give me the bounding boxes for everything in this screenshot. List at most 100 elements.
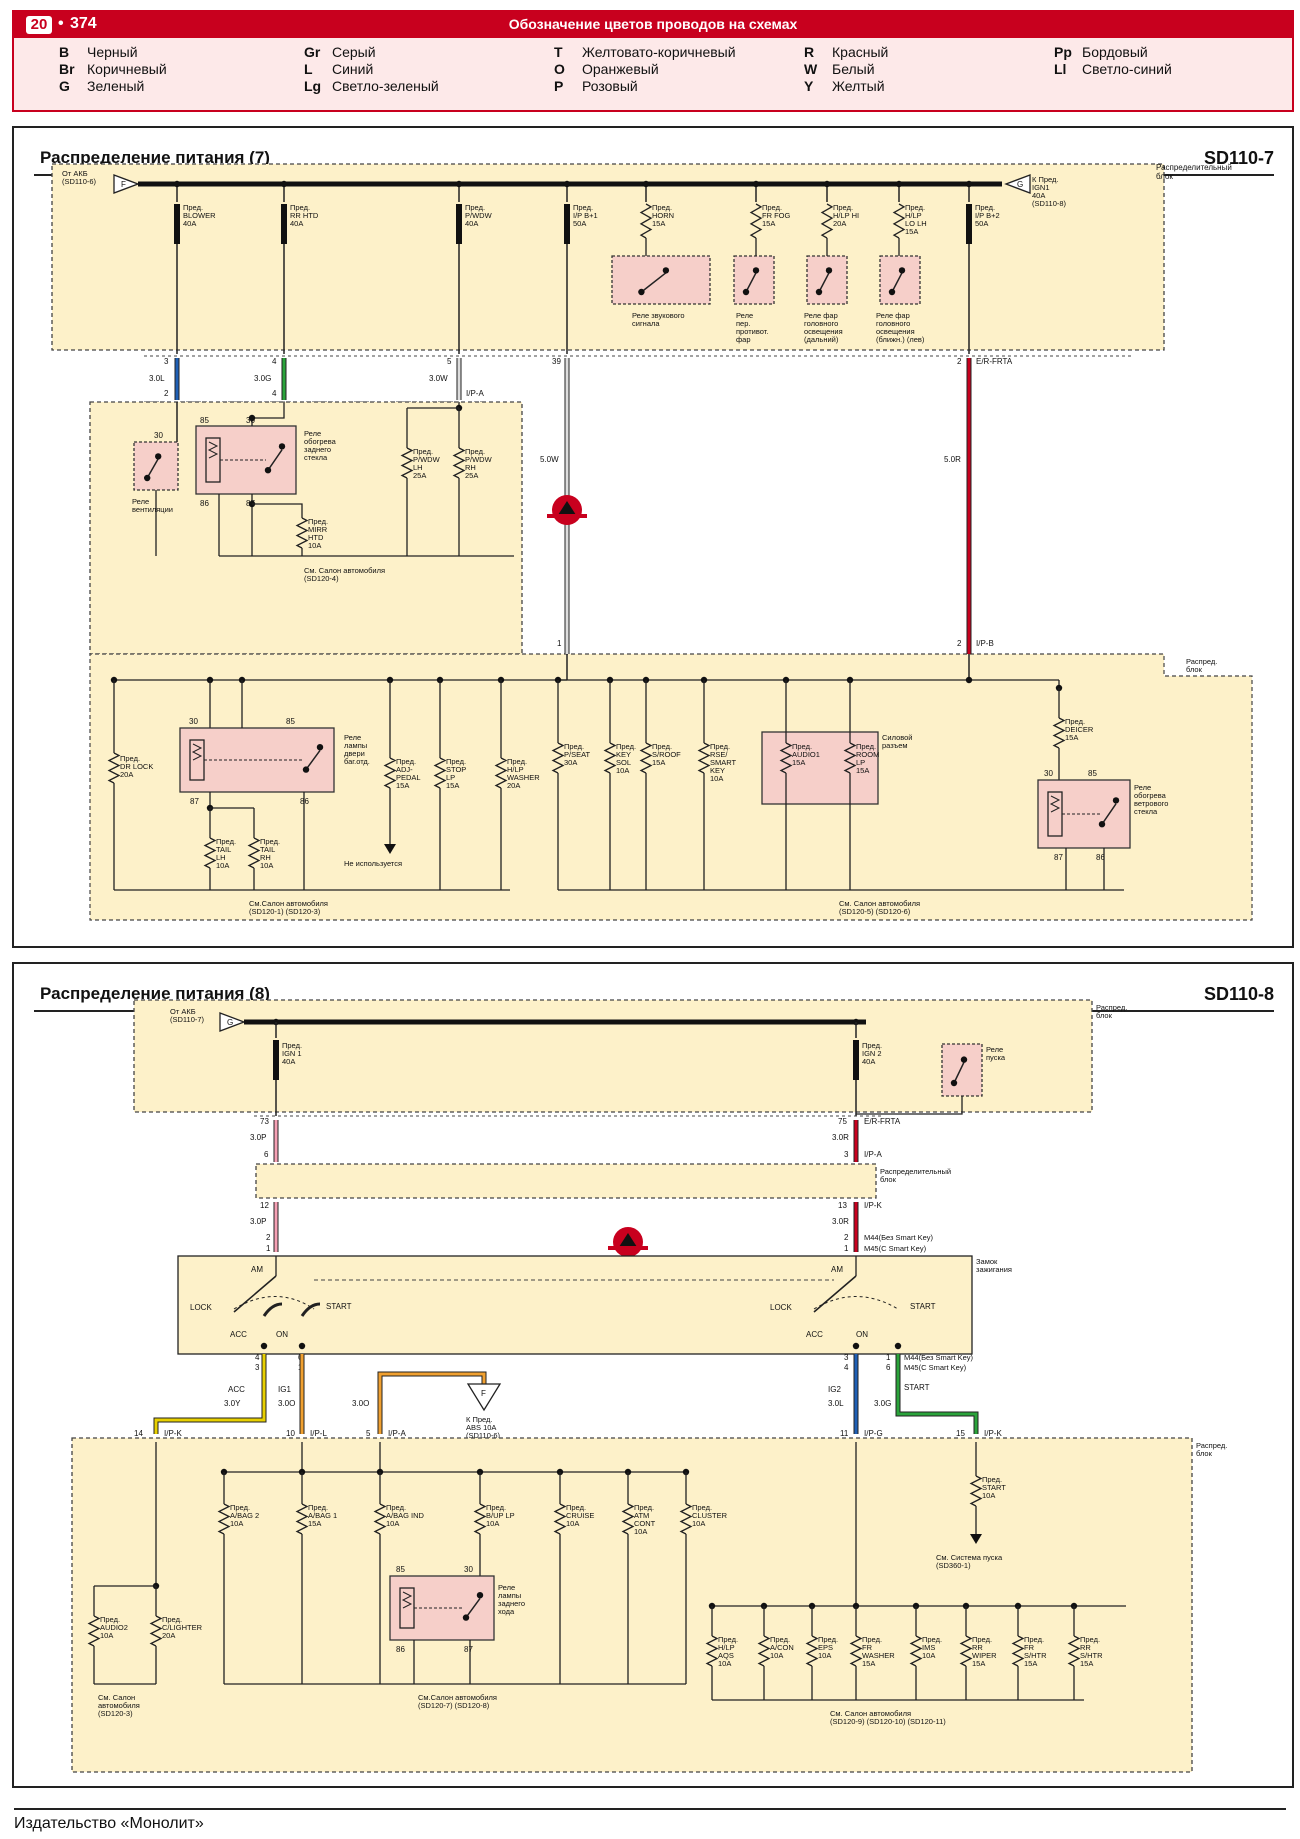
to-ign1-connector (1004, 174, 1031, 194)
f_rse-label: RSE/ (710, 750, 728, 759)
footer-rule (14, 1808, 1286, 1810)
junction-dot (965, 676, 973, 684)
reverse-relay-label: хода (498, 1607, 515, 1616)
relay-pin (144, 474, 151, 482)
color-name: Зеленый (87, 78, 145, 94)
trunk-relay-label: лампы (344, 741, 367, 750)
reverse-relay-label: заднего (498, 1599, 525, 1608)
pin-label: 13 (838, 1201, 847, 1210)
fuse-f_hlplo (892, 203, 906, 239)
fusible-link-f_ipb2 (966, 204, 972, 244)
f_eps-label: Пред. (818, 1635, 838, 1644)
ign1-label: IGN 1 (282, 1049, 302, 1058)
relay-pin (888, 288, 896, 296)
start-relay (941, 1043, 983, 1097)
relay-pin (1112, 797, 1120, 804)
relay-contact (818, 272, 830, 293)
fuse-f_hlpaqs (705, 1635, 719, 1667)
start-fuse-label: START (982, 1483, 1006, 1492)
fuse-room-lp (843, 742, 857, 774)
color-code: Y (804, 78, 814, 94)
wire-yellow-outline (153, 1354, 267, 1434)
room-lp-label: ROOM (856, 750, 879, 759)
audio1-label: 15A (792, 758, 805, 767)
fusible-link-f_rrhtd (281, 204, 287, 244)
fuse-label-f_ipb1: Пред. (573, 203, 593, 212)
relay-contact (891, 272, 903, 293)
chapter-number: 20 (26, 16, 52, 34)
c-lighter-label: 20A (162, 1631, 175, 1640)
wire-color-label: 3.0G (254, 374, 271, 383)
hi-relay-label: (дальний) (804, 335, 839, 344)
hi-relay-label: освещения (804, 327, 843, 336)
color-code: P (554, 78, 564, 94)
trunk-relay-label: Реле (344, 733, 361, 742)
to-abs-connector (466, 1383, 502, 1412)
fuse-label-f_blower: 40A (183, 219, 196, 228)
deicer-label: 15A (1065, 733, 1078, 742)
relay-pin (662, 267, 670, 274)
fuse-label-f_ipb1: I/P B+1 (573, 211, 598, 220)
fuse-label-f_rrhtd: RR HTD (290, 211, 319, 220)
coil-winding (1049, 795, 1061, 813)
see-salon-2: (SD120-1) (SD120-3) (249, 907, 321, 916)
from-battery-label: (SD110-6) (62, 177, 97, 186)
start-fuse-label: 10A (982, 1491, 995, 1500)
pin-label: 87 (190, 797, 199, 806)
pin-label: 2 (957, 639, 962, 648)
bus-junction (965, 180, 973, 188)
mid-block-label: блок (880, 1175, 897, 1184)
power-connector-label: Силовой (882, 733, 913, 742)
fuse-f_sroof (639, 742, 653, 774)
f_pseat-label: Пред. (564, 742, 584, 751)
pwdw-rh-label: P/WDW (465, 455, 493, 464)
color-code: W (804, 61, 818, 77)
color-name: Синий (332, 61, 374, 77)
adj-pedal-label: PEDAL (396, 773, 421, 782)
pin-label: 3 (844, 1353, 849, 1362)
fuse-adj-pedal (383, 757, 397, 789)
lo-relay-label: (ближн.) (лев) (876, 335, 925, 344)
fuse-label-f_ipb2: I/P B+2 (975, 211, 1000, 220)
fog-relay-label: Реле (736, 311, 753, 320)
wire-label: IG2 (828, 1385, 841, 1394)
connector-tag: I/P-K (164, 1429, 182, 1438)
fuse-f_keysol (603, 742, 617, 774)
ignition-switch-box (177, 1255, 973, 1355)
horn-relay-label: Реле звукового (632, 311, 685, 320)
bus-junction (280, 180, 288, 188)
mirr-fuse-label: MIRR (308, 525, 328, 534)
fuse-f_buplp (473, 1503, 487, 1535)
fuse-label-f_frfog: FR FOG (762, 211, 790, 220)
power-connector-box (761, 731, 879, 805)
fusible-link-f_pwdw (456, 204, 462, 244)
f_rrshtr-label: Пред. (1080, 1635, 1100, 1644)
mid-block-label: Распределительный (880, 1167, 951, 1176)
f_sroof-label: Пред. (652, 742, 672, 751)
deicer-relay-label: стекла (1134, 807, 1158, 816)
to-abs-label: ABS 10A (466, 1423, 496, 1432)
switch-label: ON (856, 1330, 868, 1339)
wire-color-label: 3.0O (352, 1399, 369, 1408)
f_rse-label: KEY (710, 766, 725, 775)
horn-relay (611, 255, 711, 305)
color-code: L (304, 61, 313, 77)
pin-label: 86 (300, 797, 309, 806)
f_rrwiper-label: RR (972, 1643, 983, 1652)
color-name: Коричневый (87, 61, 167, 77)
f_keysol-label: KEY (616, 750, 631, 759)
pwdw-lh-label: Пред. (413, 447, 433, 456)
reverse-relay-label: лампы (498, 1591, 521, 1600)
block-label: блок (1186, 665, 1203, 674)
connector-tag: E/R-FRTA (864, 1117, 901, 1126)
tail-lh-label: Пред. (216, 837, 236, 846)
fuse-tail-lh (203, 837, 217, 869)
fuse-stop-lp (433, 757, 447, 789)
switch-arc (813, 1296, 899, 1310)
fuse-f_rrshtr (1067, 1635, 1081, 1667)
f_rse-label: Пред. (710, 742, 730, 751)
switch-blade (233, 1275, 277, 1313)
wire-color-label: 3.0R (832, 1133, 849, 1142)
pin-label: 5 (447, 357, 452, 366)
